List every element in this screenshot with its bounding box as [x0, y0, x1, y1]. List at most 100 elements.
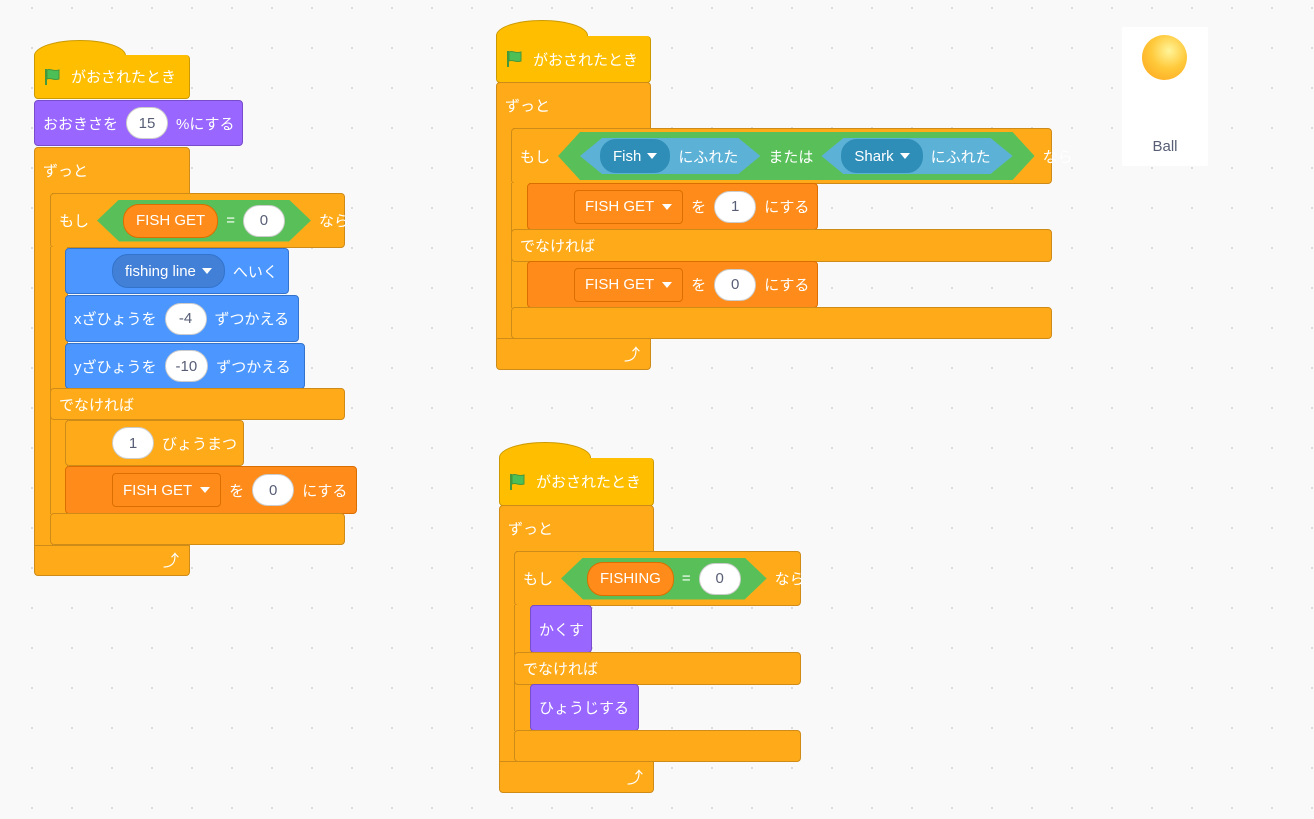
dropdown-arrow-icon: [200, 487, 211, 493]
hat-label: がおされたとき: [533, 51, 639, 69]
block-label: びょうまつ: [162, 435, 238, 453]
block-label: にする: [764, 277, 810, 294]
dropdown-label: fishing line: [125, 262, 196, 280]
dropdown-label: FISH GET: [585, 198, 655, 215]
forever-bottom: ⤴: [496, 338, 651, 370]
block-label: にする: [302, 482, 348, 500]
block-label: でなければ: [520, 238, 596, 255]
when-flag-clicked-block[interactable]: がおされたとき: [34, 55, 190, 99]
block-label: なら: [774, 571, 805, 588]
show-block[interactable]: ひょうじする: [530, 684, 639, 731]
forever-block[interactable]: ずっと: [499, 505, 654, 552]
loop-arrow-icon: ⤴: [626, 770, 643, 787]
change-x-block[interactable]: xざひょうを -4 ずつかえる: [65, 295, 299, 342]
forever-block[interactable]: ずっと: [496, 82, 651, 129]
variable-reporter[interactable]: FISHING: [587, 562, 674, 596]
block-label: を: [229, 482, 245, 500]
size-input[interactable]: 15: [126, 107, 169, 139]
dropdown-arrow-icon: [900, 153, 910, 159]
if-else-block[interactable]: もし FISHING = 0 なら: [514, 551, 805, 606]
block-label: %にする: [176, 115, 235, 133]
dropdown-label: FISH GET: [585, 276, 655, 293]
variable-reporter[interactable]: FISH GET: [123, 204, 218, 238]
touching-dropdown[interactable]: Shark: [841, 139, 922, 173]
green-flag-icon: [45, 68, 60, 85]
block-label: もし: [59, 213, 90, 230]
dropdown-arrow-icon: [201, 268, 212, 274]
go-to-block[interactable]: fishing line へいく: [65, 248, 289, 294]
sprite-thumbnail[interactable]: Ball: [1122, 27, 1208, 166]
green-flag-icon: [507, 50, 522, 67]
variable-dropdown[interactable]: FISH GET: [574, 267, 684, 302]
if-else-block[interactable]: もし Fish にふれた または Shark にふれた なら: [511, 128, 1073, 184]
or-operator[interactable]: Fish にふれた または Shark にふれた: [558, 132, 1035, 180]
block-label: ずっと: [505, 98, 551, 115]
block-label: ずっと: [508, 521, 554, 538]
touching-fish-block[interactable]: Fish にふれた: [580, 138, 760, 174]
forever-bottom: ⤴: [499, 761, 654, 793]
set-variable-block[interactable]: FISH GET を 0 にする: [65, 466, 357, 514]
dropdown-label: FISH GET: [123, 481, 193, 499]
compare-input[interactable]: 0: [243, 205, 285, 237]
dropdown-label: Fish: [613, 147, 642, 165]
if-bottom: [514, 730, 801, 762]
value-input[interactable]: 1: [714, 190, 757, 223]
ball-sprite-icon: [1142, 35, 1187, 80]
hat-label: がおされたとき: [536, 474, 642, 491]
block-label: かくす: [539, 621, 585, 639]
wait-block[interactable]: 1 びょうまつ: [65, 420, 244, 466]
dx-input[interactable]: -4: [164, 302, 207, 335]
value-input[interactable]: 0: [714, 268, 757, 301]
when-flag-clicked-block[interactable]: がおされたとき: [496, 36, 651, 83]
dropdown-label: Shark: [854, 147, 894, 165]
compare-input[interactable]: 0: [699, 563, 741, 595]
else-label-row: でなければ: [50, 388, 345, 420]
forever-block[interactable]: ずっと: [34, 147, 190, 194]
block-label: もし: [523, 571, 554, 588]
change-y-block[interactable]: yざひょうを -10 ずつかえる: [65, 343, 305, 389]
dy-input[interactable]: -10: [164, 350, 209, 382]
block-label: ずつかえる: [216, 358, 291, 376]
block-label: または: [768, 148, 814, 166]
wait-input[interactable]: 1: [112, 427, 154, 459]
block-label: を: [691, 199, 707, 216]
else-label-row: でなければ: [514, 652, 801, 685]
block-label: おおきさを: [43, 115, 119, 133]
equals-sign: =: [226, 212, 235, 229]
hat-label: がおされたとき: [71, 69, 177, 86]
else-label-row: でなければ: [511, 229, 1052, 262]
dropdown-arrow-icon: [662, 203, 673, 210]
block-label: xざひょうを: [74, 311, 157, 328]
equals-operator[interactable]: FISHING = 0: [561, 558, 767, 600]
equals-operator[interactable]: FISH GET = 0: [97, 200, 311, 242]
touching-shark-block[interactable]: Shark にふれた: [821, 138, 1012, 174]
if-bottom: [511, 307, 1052, 339]
go-to-target-dropdown[interactable]: fishing line: [112, 254, 225, 288]
if-bottom: [50, 513, 345, 545]
block-label: なら: [318, 213, 349, 230]
block-label: yざひょうを: [74, 358, 157, 376]
variable-dropdown[interactable]: FISH GET: [112, 473, 222, 507]
block-label: もし: [520, 148, 551, 166]
green-flag-icon: [510, 473, 525, 490]
hide-block[interactable]: かくす: [530, 605, 592, 653]
set-variable-block[interactable]: FISH GET を 1 にする: [527, 183, 818, 230]
loop-arrow-icon: ⤴: [623, 347, 640, 364]
block-label: ずっと: [43, 163, 89, 180]
set-variable-block[interactable]: FISH GET を 0 にする: [527, 261, 818, 308]
variable-dropdown[interactable]: FISH GET: [574, 189, 684, 224]
block-label: にする: [764, 199, 810, 216]
block-label: にふれた: [678, 148, 739, 166]
block-label: でなければ: [523, 661, 599, 678]
block-label: でなければ: [59, 396, 135, 414]
touching-dropdown[interactable]: Fish: [600, 139, 670, 173]
block-label: へいく: [232, 263, 278, 281]
value-input[interactable]: 0: [252, 474, 295, 506]
block-label: ひょうじする: [539, 700, 630, 717]
set-size-block[interactable]: おおきさを 15 %にする: [34, 100, 243, 146]
dropdown-arrow-icon: [647, 153, 657, 159]
if-else-block[interactable]: もし FISH GET = 0 なら: [50, 193, 349, 248]
dropdown-arrow-icon: [662, 281, 673, 288]
block-label: なら: [1042, 148, 1073, 166]
when-flag-clicked-block[interactable]: がおされたとき: [499, 458, 654, 506]
